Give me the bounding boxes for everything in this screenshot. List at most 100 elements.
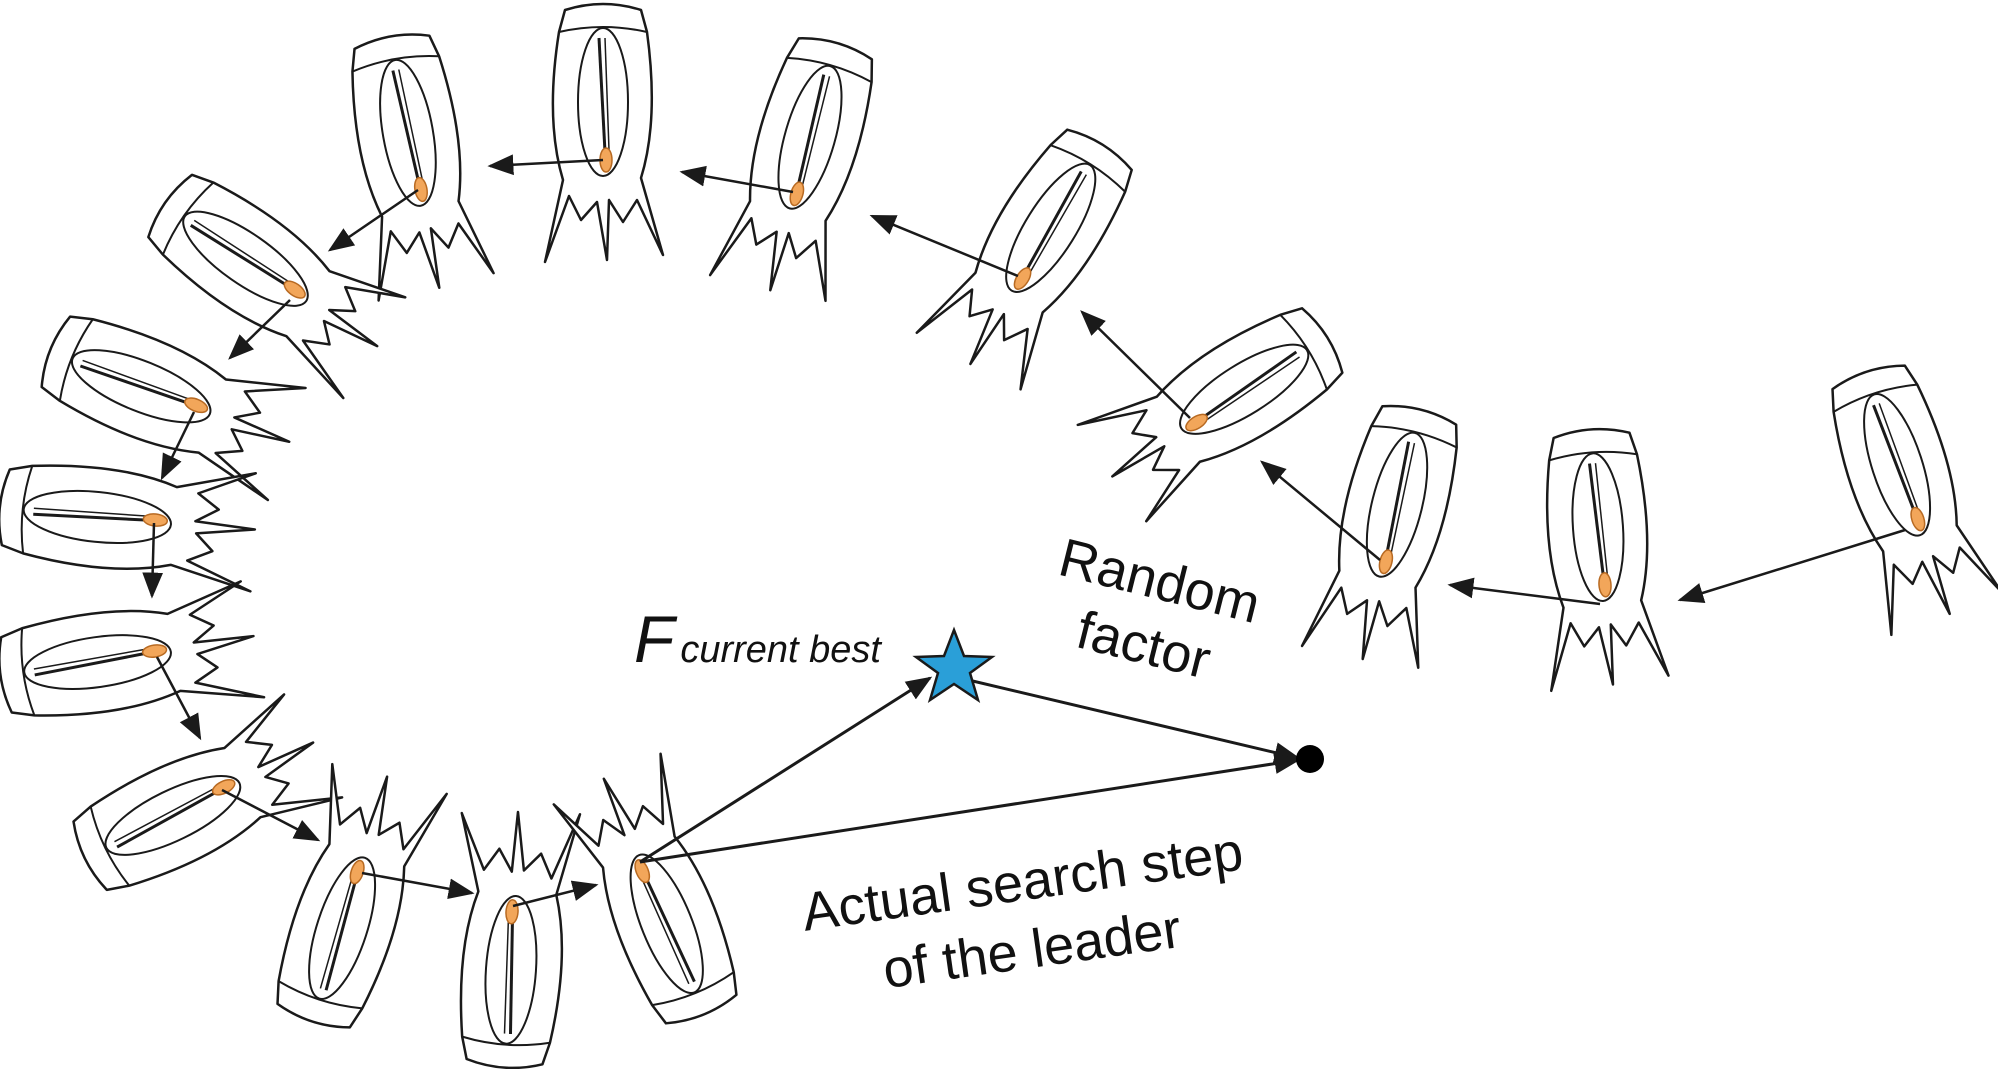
salp-body: [0, 580, 266, 717]
salp-icon: [351, 33, 495, 302]
salp-endostyle: [33, 512, 148, 522]
salp-icon: [1076, 307, 1344, 523]
salp-stomach: [283, 280, 306, 299]
leader-to-best-arrow: [639, 676, 933, 864]
salp-endostyle-edge: [33, 648, 145, 670]
salp-body: [552, 752, 738, 1025]
salp-inner-wall: [104, 774, 242, 856]
salp-endostyle-edge: [82, 359, 189, 400]
salp-endostyle: [189, 224, 289, 288]
salp-inner-wall: [1365, 431, 1429, 578]
salp-endostyle: [1024, 170, 1083, 273]
salp-body: [1831, 364, 1998, 637]
salp-inner-wall: [777, 64, 843, 210]
actual-step-label: Actual search step of the leader: [798, 822, 1246, 1001]
random-factor-label: Random factor: [1053, 527, 1266, 690]
arrows-layer: [142, 154, 1906, 908]
salp-icon: [1545, 427, 1670, 693]
chain-arrow: [1080, 310, 1191, 419]
chain-arrow: [1259, 460, 1381, 561]
actual-step-arrow: [639, 753, 1301, 864]
salp-inner-wall: [22, 489, 172, 544]
chain-arrow: [155, 656, 202, 741]
chain-arrow: [1677, 528, 1906, 603]
chain-arrow: [228, 299, 291, 360]
salp-endostyle-edge: [1878, 403, 1919, 509]
salp-endostyle: [796, 74, 826, 187]
star-icon: [912, 626, 996, 703]
salp-body: [147, 173, 407, 400]
salp-inner-wall: [577, 27, 629, 177]
salp-icon: [72, 693, 344, 892]
salp-inner-wall: [1179, 343, 1310, 435]
salp-icon: [40, 315, 307, 502]
salp-endostyle-edge: [1594, 463, 1609, 575]
salp-inner-wall: [70, 349, 212, 424]
salp-body: [459, 810, 582, 1069]
salp-body: [351, 33, 495, 302]
salp-icon: [1300, 404, 1458, 669]
salp-body: [1076, 307, 1344, 523]
salp-rim: [1548, 450, 1638, 462]
chain-arrow: [869, 214, 1019, 278]
salp-rim: [278, 980, 363, 1010]
salp-endostyle-edge: [1206, 356, 1300, 421]
chain-arrow: [1447, 577, 1601, 606]
salp-icon: [147, 173, 407, 400]
salp-endostyle: [644, 877, 696, 983]
salp-rim: [1833, 383, 1918, 413]
salp-inner-wall: [629, 853, 704, 995]
salp-stomach: [184, 397, 209, 414]
salp-inner-wall: [1863, 393, 1932, 537]
salp-inner-wall: [308, 856, 377, 1000]
chain-arrow: [221, 788, 321, 842]
salp-body: [1300, 404, 1458, 669]
salp-icon: [915, 128, 1133, 391]
salp-inner-wall: [1005, 162, 1097, 293]
salp-inner-wall: [182, 210, 309, 307]
salp-rim: [1371, 425, 1458, 449]
salp-endostyle: [1872, 404, 1916, 513]
salp-endostyle-edge: [114, 788, 214, 843]
salp-stomach: [141, 644, 168, 658]
salp-endostyle: [324, 879, 358, 991]
salp-body: [708, 37, 874, 303]
salp-body: [1545, 427, 1670, 693]
salp-endostyle: [116, 790, 218, 849]
salp-endostyle-edge: [503, 921, 510, 1034]
salp-endostyle: [391, 70, 421, 183]
chain-arrow: [512, 880, 599, 908]
salp-endostyle: [1201, 350, 1298, 419]
salp-endostyle-edge: [642, 881, 690, 985]
salp-endostyle: [508, 919, 514, 1035]
salp-endostyle: [1385, 441, 1411, 555]
salp-rim: [161, 181, 215, 256]
salp-rim: [58, 318, 94, 402]
chain-arrow: [487, 154, 604, 176]
salp-endostyle-edge: [398, 69, 423, 180]
salp-icon: [543, 2, 665, 264]
salp-endostyle: [79, 364, 189, 405]
salp-endostyle-edge: [604, 37, 610, 151]
salp-rim: [89, 806, 131, 887]
f-subscript-text: current best: [680, 629, 882, 671]
chain-arrow: [327, 188, 419, 252]
salp-rim: [651, 971, 735, 1007]
salp-rim: [20, 465, 34, 554]
chain-arrow: [142, 522, 164, 599]
salp-endostyle-edge: [1390, 442, 1416, 553]
salp-stomach: [1185, 413, 1209, 432]
salp-endostyle-edge: [801, 76, 831, 186]
salp-icon: [708, 37, 874, 303]
salp-body: [276, 762, 448, 1029]
salp-icon: [0, 580, 266, 717]
salp-body: [915, 128, 1133, 391]
salp-icon: [552, 752, 738, 1025]
salp-endostyle-edge: [193, 219, 289, 282]
salp-rim: [352, 55, 440, 73]
salp-rim: [461, 1035, 551, 1047]
salp-endostyle: [34, 651, 148, 677]
salp-inner-wall: [1571, 452, 1625, 602]
